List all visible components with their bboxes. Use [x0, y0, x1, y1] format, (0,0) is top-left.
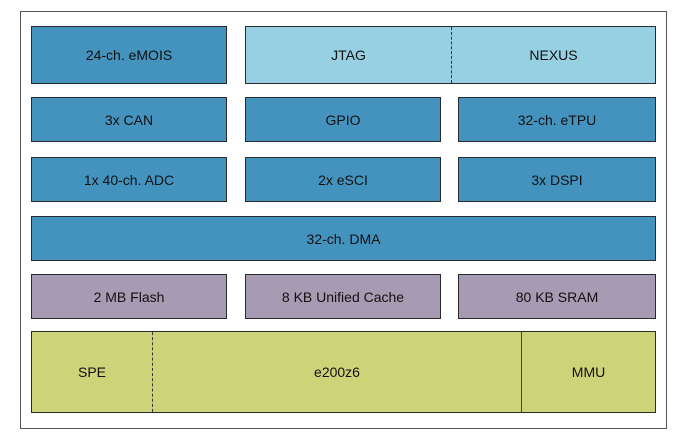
sram-block: 80 KB SRAM: [458, 274, 656, 319]
can-block: 3x CAN: [31, 97, 227, 142]
emios-block: 24-ch. eMOIS: [31, 26, 227, 84]
nexus-label: NEXUS: [529, 47, 578, 63]
dma-block: 32-ch. DMA: [31, 216, 656, 261]
e200z6-segment: e200z6: [153, 332, 521, 412]
dma-label: 32-ch. DMA: [306, 230, 381, 247]
can-label: 3x CAN: [104, 111, 154, 128]
adc-label: 1x 40-ch. ADC: [83, 171, 175, 188]
core-mmu-divider: [521, 332, 522, 412]
mmu-label: MMU: [571, 364, 606, 380]
jtag-segment: JTAG: [246, 27, 451, 83]
emios-label: 24-ch. eMOIS: [85, 47, 173, 63]
spe-core-divider: [152, 332, 153, 412]
esci-label: 2x eSCI: [318, 171, 368, 188]
gpio-block: GPIO: [245, 97, 441, 142]
spe-segment: SPE: [32, 332, 152, 412]
adc-block: 1x 40-ch. ADC: [31, 157, 227, 202]
flash-label: 2 MB Flash: [93, 288, 165, 305]
core-block: SPE e200z6 MMU: [31, 331, 656, 413]
spe-label: SPE: [77, 364, 106, 380]
jtag-nexus-divider: [451, 27, 452, 83]
cache-label: 8 KB Unified Cache: [281, 288, 405, 305]
gpio-label: GPIO: [325, 111, 361, 128]
mmu-segment: MMU: [522, 332, 655, 412]
e200z6-label: e200z6: [314, 364, 360, 380]
esci-block: 2x eSCI: [245, 157, 441, 202]
nexus-segment: NEXUS: [452, 27, 655, 83]
flash-block: 2 MB Flash: [31, 274, 227, 319]
diagram-frame: [20, 11, 667, 429]
etpu-label: 32-ch. eTPU: [517, 111, 597, 128]
etpu-block: 32-ch. eTPU: [458, 97, 656, 142]
dspi-block: 3x DSPI: [458, 157, 656, 202]
debug-block: JTAG NEXUS: [245, 26, 656, 84]
sram-label: 80 KB SRAM: [515, 288, 599, 305]
jtag-label: JTAG: [331, 47, 366, 63]
cache-block: 8 KB Unified Cache: [245, 274, 441, 319]
dspi-label: 3x DSPI: [531, 171, 583, 188]
